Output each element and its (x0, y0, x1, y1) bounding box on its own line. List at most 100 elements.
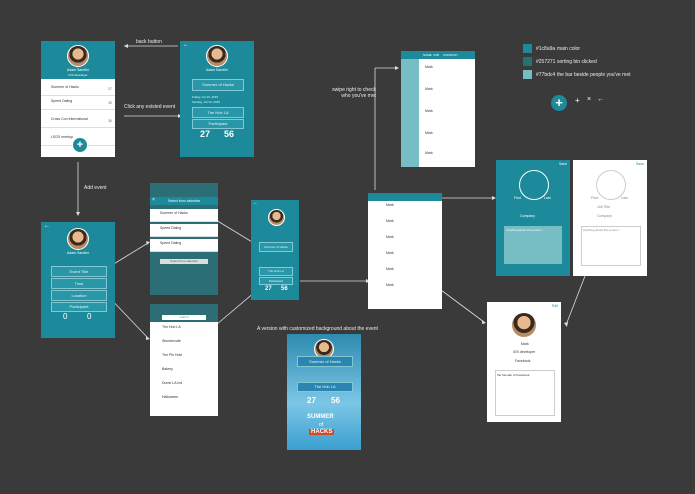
met-count: 27 (307, 396, 316, 405)
annotation-custom-bg: A version with customized background abo… (257, 326, 378, 332)
calendar-item[interactable]: Speed Dating (160, 241, 182, 245)
close-icon[interactable]: × (152, 197, 155, 203)
contact-company: Facebook (515, 359, 531, 363)
event-count: 27 (108, 87, 112, 91)
venue-item[interactable]: Bakery (162, 367, 173, 371)
person-name[interactable]: Mark (386, 203, 394, 207)
venue-item[interactable]: Dumb LA Ind (162, 381, 183, 385)
tab-name[interactable]: NAME (423, 53, 432, 57)
contact-detail-screen: Edit Mark iOS developer Facebook the fou… (487, 302, 561, 422)
home-screen: Adam Sandler iOS developer Summer of Hac… (41, 41, 115, 157)
poster-line1: SUMMER (307, 414, 334, 420)
person-name[interactable]: Mark (386, 235, 394, 239)
back-arrow-icon[interactable]: ← (183, 42, 189, 48)
person-name: Mark (425, 87, 433, 91)
select-calendar-screen: × Select from calendar Summer of Hacks S… (150, 183, 218, 295)
event-name: Cross Con International (51, 117, 88, 121)
custom-background-screen: Summer of Hacks The Hub LA 27 56 SUMMER … (287, 334, 361, 450)
event-detail-screen: ← Adam Sandler Summer of Hacks Friday, J… (180, 41, 254, 157)
total-count: 56 (331, 396, 340, 405)
legend-label: the bar beside people you've met (557, 72, 631, 78)
person-name[interactable]: Mark (386, 219, 394, 223)
person-name[interactable]: Mark (386, 283, 394, 287)
event-count: 30 (108, 119, 112, 123)
tab-job[interactable]: JOB (433, 53, 439, 57)
contact-note: the founder of Facebook (497, 373, 530, 377)
last-field[interactable]: Last (621, 196, 628, 200)
new-contact-screen: Save First Last Company Anything about t… (496, 160, 570, 276)
person-name: Mark (425, 109, 433, 113)
event-name: Summer of Hacks (51, 85, 79, 89)
person-name[interactable]: Mark (386, 251, 394, 255)
legend-hex: #77bdc4 (536, 72, 556, 78)
search-input[interactable]: search (162, 315, 206, 320)
person-name[interactable]: Mark (386, 267, 394, 271)
profile-name: Adam Sandler (66, 251, 90, 255)
calendar-item[interactable]: Speed Dating (160, 226, 182, 230)
venue-item[interactable]: Halloween (162, 395, 179, 399)
venue-item[interactable]: The Pie Hole (162, 353, 183, 357)
annotation-swipe-right: swipe right to check who you've met (332, 87, 376, 99)
edit-button[interactable]: Edit (551, 304, 558, 308)
event-title-field[interactable]: Event Title (51, 266, 107, 277)
avatar (268, 209, 285, 226)
tab-company[interactable]: COMPANY (443, 53, 458, 57)
profile-role: iOS developer (68, 73, 88, 77)
calendar-button[interactable]: Select from calendar (160, 259, 208, 264)
zero-left: 0 (63, 312, 68, 321)
event-name: Speed Dating (51, 99, 73, 103)
event-title: Summer of Hacks (297, 356, 353, 367)
profile-name: Adam Sandler (66, 68, 90, 72)
last-field[interactable]: Last (544, 196, 551, 200)
notes-field[interactable]: Anything about this person ... (583, 228, 622, 232)
poster-line3: HACKS (309, 429, 335, 435)
venue-item[interactable]: Wondercafe (162, 339, 181, 343)
save-button[interactable]: Save (559, 162, 567, 166)
people-swipe-screen: NAME JOB COMPANY Mark Mark Mark Mark Mar… (401, 51, 475, 167)
people-list-screen: Mark Mark Mark Mark Mark Mark (368, 193, 442, 309)
time-field[interactable]: Time (51, 278, 107, 289)
event-count: 30 (108, 101, 112, 105)
avatar (67, 45, 89, 67)
save-button[interactable]: Save (636, 162, 644, 166)
annotation-click-event: Click any existed event (124, 104, 176, 110)
zero-right: 0 (87, 312, 92, 321)
venue-item[interactable]: The Hub LA (162, 325, 181, 329)
camera-icon[interactable] (596, 170, 626, 200)
add-event-button[interactable]: + (72, 137, 88, 153)
event-date-to: Sunday, Jul 12, 2015 (192, 100, 220, 104)
annotation-add-event: Add event (84, 185, 107, 191)
met-count: 27 (200, 129, 211, 139)
event-title: Summer of Hacks (259, 242, 293, 252)
back-arrow-icon: ← (597, 96, 604, 103)
venue-search-screen: search The Hub LA Wondercafe The Pie Hol… (150, 304, 218, 416)
contact-name: Mark (521, 342, 529, 346)
avatar (67, 228, 89, 250)
back-arrow-icon[interactable]: ← (44, 223, 50, 229)
event-location: The Hub LA (297, 382, 353, 392)
job-title-field[interactable]: Job Title (597, 205, 611, 209)
company-field[interactable]: Company (520, 214, 535, 218)
met-count: 27 (265, 286, 272, 292)
legend-hex: #257271 (536, 59, 556, 65)
avatar (206, 45, 228, 67)
first-field[interactable]: First (591, 196, 598, 200)
legend-label: main color (557, 46, 581, 52)
calendar-item[interactable]: Summer of Hacks (160, 211, 188, 215)
notes-field[interactable]: Anything about this person ... (506, 228, 545, 232)
first-field[interactable]: First (514, 196, 521, 200)
location-field[interactable]: Location (51, 290, 107, 301)
participant-label: Participant (259, 277, 293, 285)
close-icon: × (587, 96, 592, 103)
person-name: Mark (425, 151, 433, 155)
add-event-screen: ← Adam Sandler Event Title Time Location… (41, 222, 115, 338)
contact-job: iOS developer (513, 350, 536, 354)
company-field[interactable]: Company (597, 214, 612, 218)
poster-line2: of (319, 422, 324, 428)
event-title: Summer of Hacks (192, 79, 244, 91)
event-date-from: Friday, Jul 10, 2015 (192, 95, 219, 99)
back-arrow-icon[interactable]: ← (253, 200, 258, 206)
person-name: Mark (425, 131, 433, 135)
camera-icon[interactable] (519, 170, 549, 200)
